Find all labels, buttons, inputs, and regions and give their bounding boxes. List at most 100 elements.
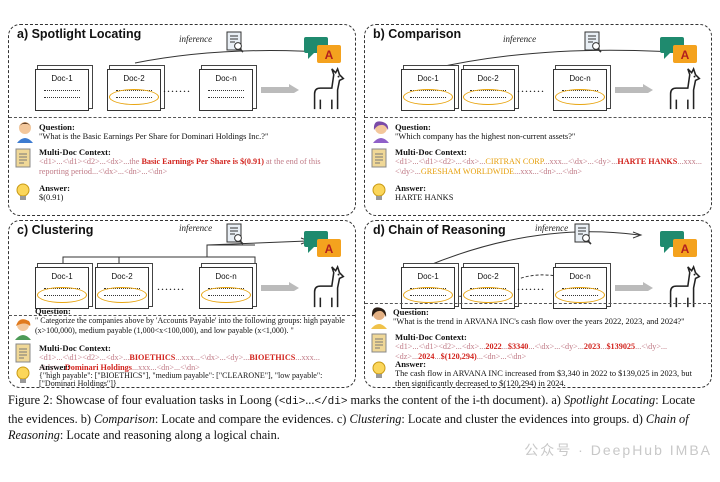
input-arrow	[261, 282, 299, 291]
llama-icon	[313, 67, 345, 110]
person-icon	[373, 121, 389, 143]
divider	[365, 117, 711, 118]
svg-text:A: A	[681, 242, 690, 256]
llama-icon	[669, 265, 701, 308]
doc-search-icon	[584, 31, 602, 53]
input-arrow	[615, 84, 653, 93]
answer-text: HARTE HANKS	[395, 193, 454, 202]
question-block: Question: "What is the Basic Earnings Pe…	[39, 122, 349, 142]
evidence-highlight	[555, 287, 605, 303]
answer-label: Answer:	[395, 359, 427, 369]
evidence-highlight	[463, 287, 513, 303]
answer-block: Answer: {"high payable": ["BIOETHICS"], …	[39, 363, 349, 389]
panel-title: c) Clustering	[17, 223, 94, 237]
panel-comparison: b) Comparison inference Doc-1 Doc-2 ....…	[364, 24, 712, 216]
answer-block: Answer: HARTE HANKS	[395, 183, 695, 203]
context-block: Multi-Doc Context: <d1>...<\d1><d2>...<d…	[395, 147, 707, 177]
ellipsis-dots: .......	[163, 81, 191, 95]
answer-text: {"high payable": ["BIOETHICS"], "medium …	[39, 370, 323, 389]
answer-block: Answer: $(0.91)	[39, 183, 339, 203]
svg-text:A: A	[681, 48, 690, 62]
person-icon	[17, 122, 33, 143]
context-block: Multi-Doc Context: <d1>...<\d1><d2>...<d…	[39, 343, 351, 373]
question-text: "What is the Basic Earnings Per Share fo…	[39, 132, 269, 141]
question-text: "What is the trend in ARVANA INC's cash …	[393, 317, 685, 326]
svg-text:A: A	[325, 242, 334, 256]
context-text: <d1>...<\d1><d2>...<dx>...BIOETHICS...xx…	[39, 353, 320, 372]
answer-bubble-icon: A	[660, 231, 697, 257]
panel-title: a) Spotlight Locating	[17, 27, 142, 41]
answer-label: Answer:	[39, 183, 71, 193]
panel-title: d) Chain of Reasoning	[373, 223, 506, 237]
answer-text: The cash flow in ARVANA INC increased fr…	[395, 369, 692, 388]
evidence-highlight	[201, 287, 251, 303]
inference-arrow	[430, 49, 691, 70]
evidence-highlight	[109, 89, 159, 105]
question-block: Question: "What is the trend in ARVANA I…	[393, 307, 707, 327]
figure-caption: Figure 2: Showcase of four evaluation ta…	[8, 393, 696, 442]
inference-label: inference	[179, 223, 213, 233]
doc-search-icon	[574, 223, 592, 245]
doc-card: Doc-1	[35, 69, 89, 111]
context-text: <d1>...<\d1><d2>...<dx>...2022...$3340..…	[395, 342, 668, 361]
question-text: "Which company has the highest non-curre…	[395, 132, 576, 141]
question-block: Question: " Categorize the companies abo…	[35, 306, 351, 335]
divider	[9, 315, 355, 316]
panel-title: b) Comparison	[373, 27, 462, 41]
inference-label: inference	[535, 223, 569, 233]
evidence-highlight	[97, 287, 147, 303]
question-label: Question:	[393, 307, 429, 317]
answer-label: Answer:	[395, 183, 427, 193]
context-block: Multi-Doc Context: <d1>...<\d1><d2>...<d…	[39, 147, 351, 177]
evidence-highlight	[37, 287, 87, 303]
input-arrow	[261, 84, 299, 93]
context-text: <d1>...<\d1><d2>...<dx>...CIRTRAN CORP..…	[395, 157, 702, 176]
context-label: Multi-Doc Context:	[395, 332, 467, 342]
evidence-highlight	[555, 89, 605, 105]
lightbulb-icon	[372, 183, 386, 200]
doc-search-icon	[226, 223, 244, 245]
input-arrow	[615, 282, 653, 291]
answer-text: $(0.91)	[39, 193, 64, 202]
inference-label: inference	[179, 34, 213, 44]
context-label: Multi-Doc Context:	[39, 147, 111, 157]
document-icon	[371, 333, 387, 353]
evidence-highlight	[403, 89, 453, 105]
context-label: Multi-Doc Context:	[39, 343, 111, 353]
evidence-highlight	[463, 89, 513, 105]
ellipsis-dots: .......	[517, 279, 545, 293]
person-icon	[15, 319, 31, 340]
divider	[365, 303, 711, 304]
svg-text:A: A	[325, 48, 334, 62]
person-icon	[371, 307, 387, 329]
answer-bubble-icon: A	[304, 37, 341, 63]
answer-bubble-icon: A	[304, 231, 341, 257]
watermark: 公众号 · DeepHub IMBA	[524, 442, 712, 458]
answer-bubble-icon: A	[660, 37, 697, 63]
lightbulb-icon	[372, 361, 386, 378]
lightbulb-icon	[16, 183, 30, 200]
doc-search-icon	[226, 31, 244, 53]
document-icon	[15, 148, 31, 168]
llama-icon	[669, 67, 701, 110]
answer-block: Answer: The cash flow in ARVANA INC incr…	[395, 359, 707, 389]
llama-icon	[313, 265, 345, 308]
context-label: Multi-Doc Context:	[395, 147, 467, 157]
inference-label: inference	[503, 34, 537, 44]
question-block: Question: "Which company has the highest…	[395, 122, 705, 142]
document-icon	[371, 148, 387, 168]
question-text: " Categorize the companies above by 'Acc…	[35, 316, 345, 335]
panel-chain-of-reasoning: d) Chain of Reasoning inference Doc-1 Do…	[364, 220, 712, 388]
panel-clustering: c) Clustering inference Doc-1 Doc-2 ....…	[8, 220, 356, 388]
question-label: Question:	[39, 122, 75, 132]
divider	[9, 117, 355, 118]
ellipsis-dots: .......	[517, 81, 545, 95]
ellipsis-dots: .......	[157, 279, 185, 293]
context-block: Multi-Doc Context: <d1>...<\d1><d2>...<d…	[395, 332, 707, 362]
panel-spotlight-locating: a) Spotlight Locating inference Doc-1 Do…	[8, 24, 356, 216]
question-label: Question:	[35, 306, 71, 316]
lightbulb-icon	[16, 366, 30, 383]
evidence-highlight	[403, 287, 453, 303]
context-text: <d1>...<\d1><d2>...<dx>...the Basic Earn…	[39, 157, 321, 176]
doc-card: Doc-n	[199, 69, 253, 111]
